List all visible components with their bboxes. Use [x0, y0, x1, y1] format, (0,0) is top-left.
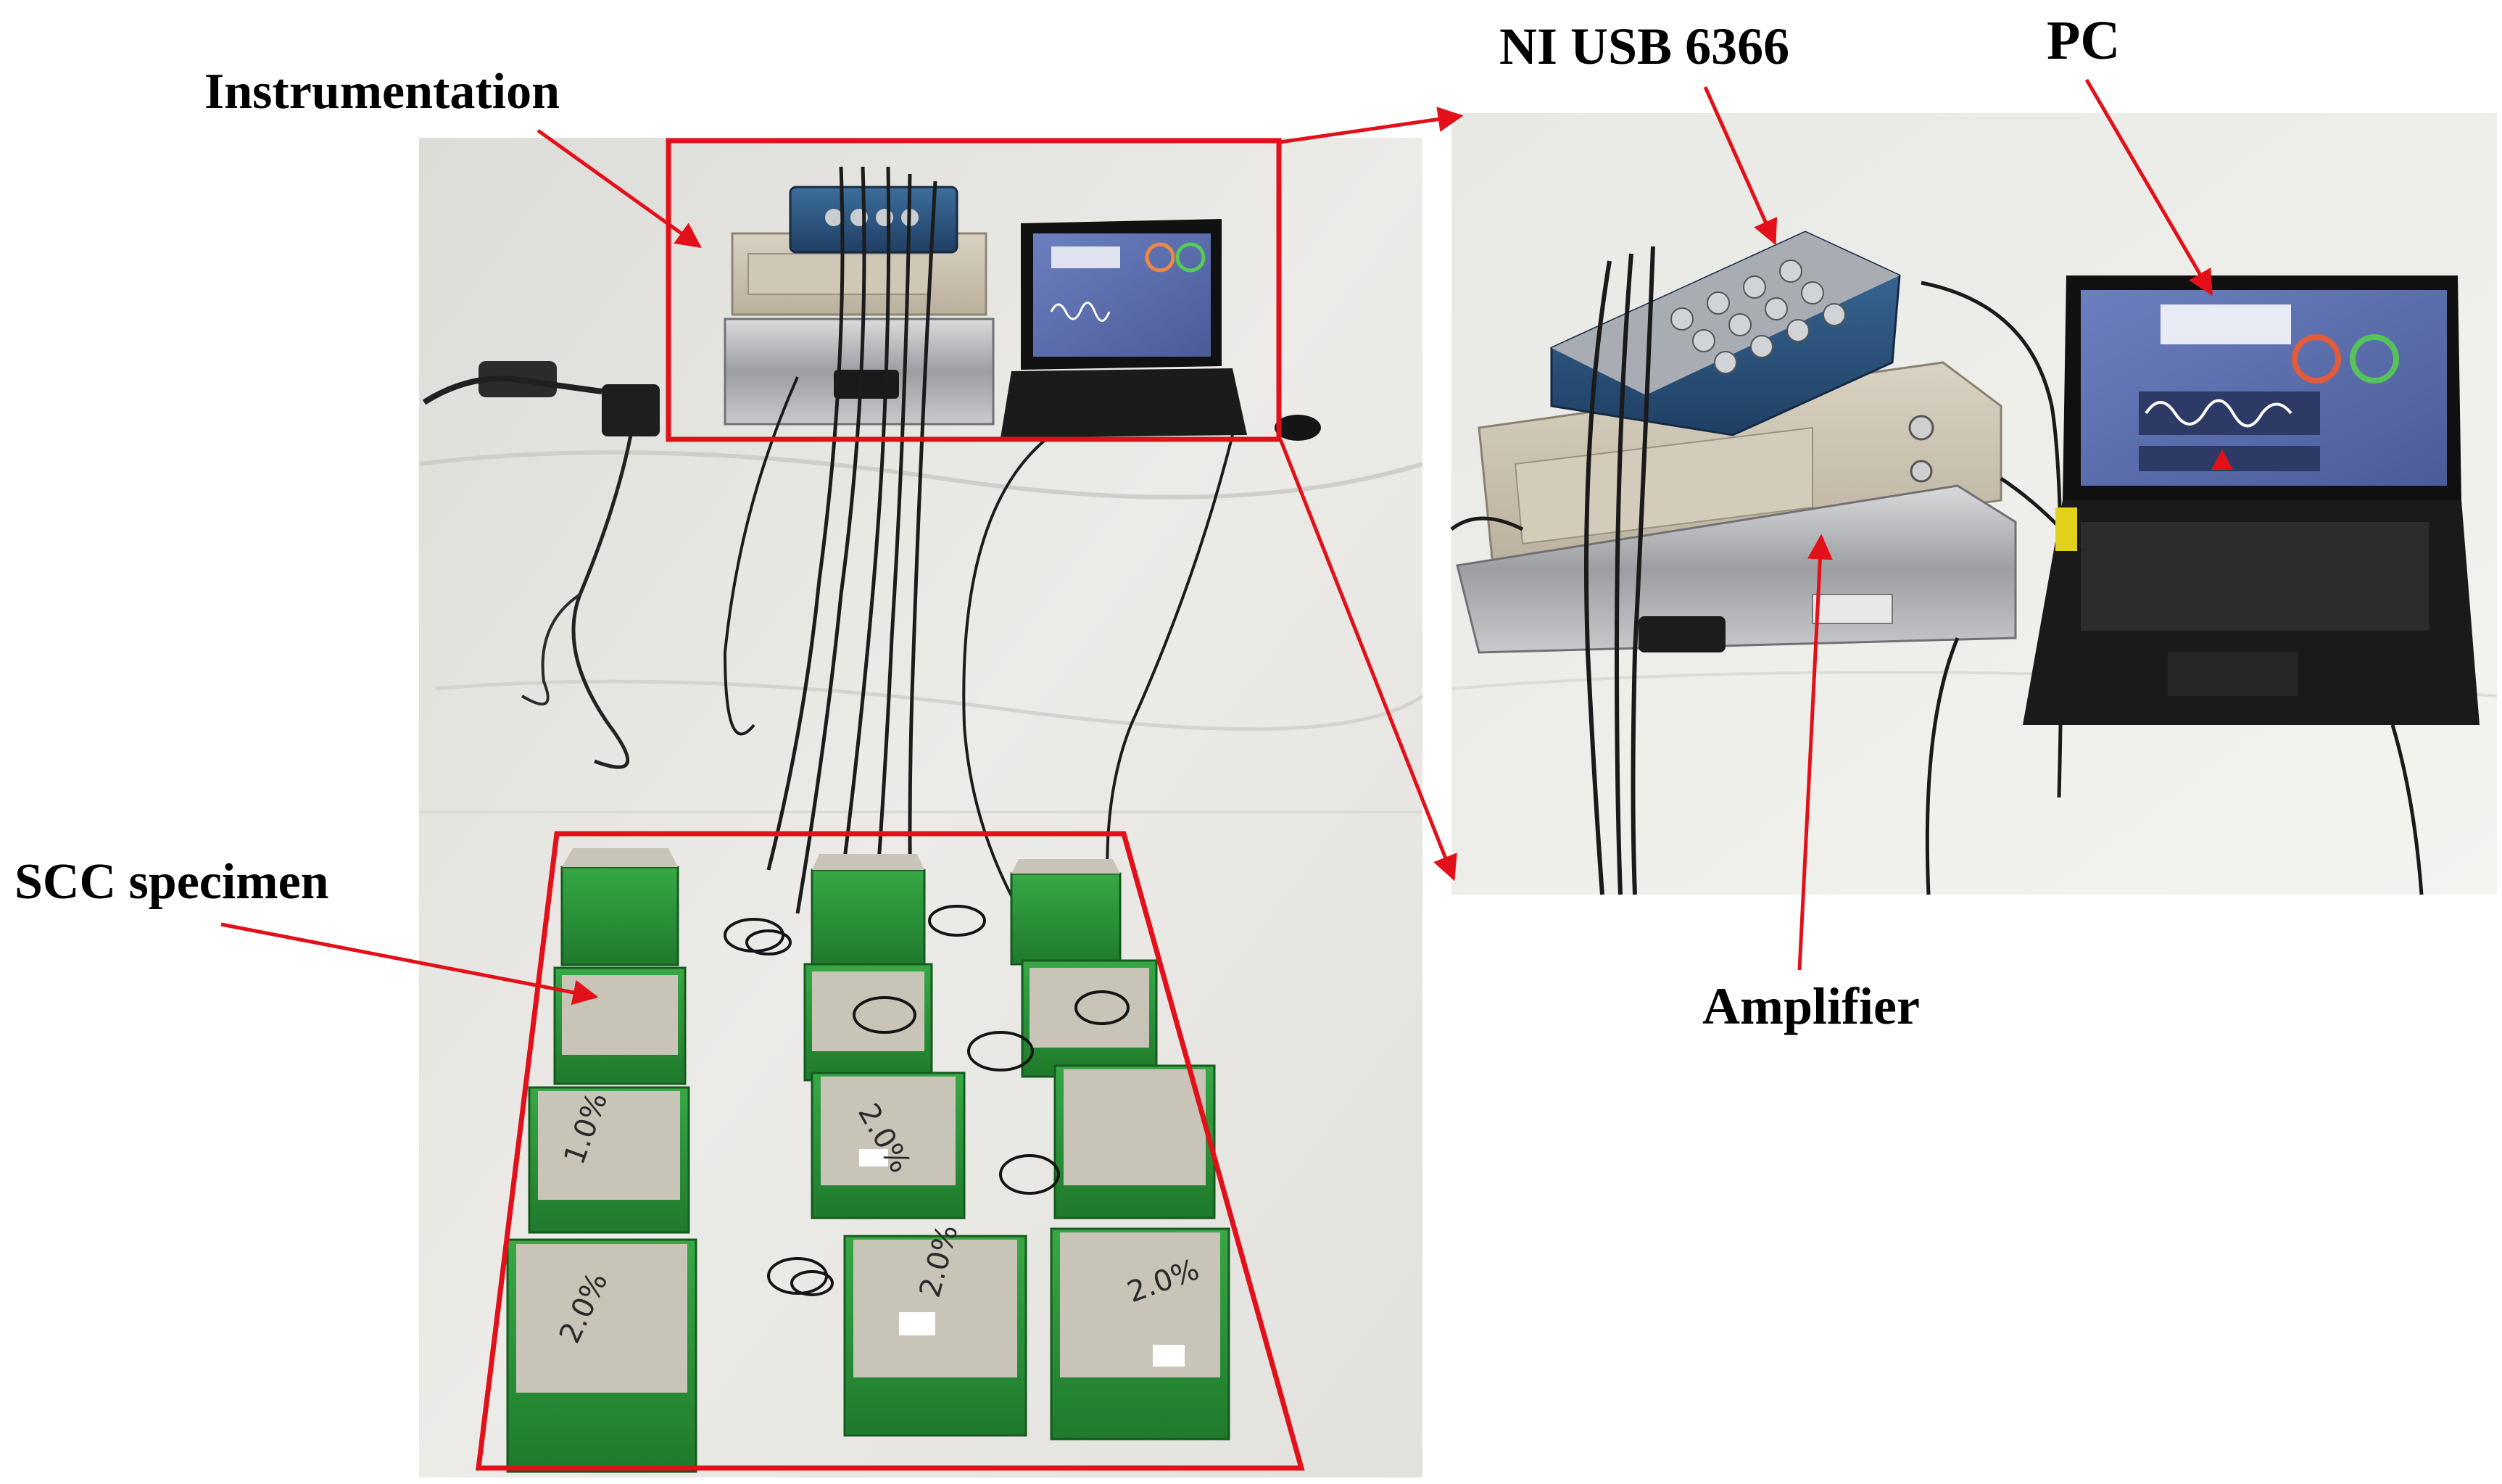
- specimen: [803, 963, 933, 1082]
- arrow-scc: [220, 922, 599, 1006]
- sensor-cables-right: [1450, 246, 2424, 895]
- label-scc-specimen: SCC specimen: [15, 854, 329, 910]
- specimen: [811, 854, 926, 966]
- laptop-right: [2023, 275, 2480, 725]
- specimen: [506, 1238, 697, 1473]
- right-photo: [1450, 113, 2498, 895]
- specimen: [1010, 859, 1122, 966]
- label-ni-usb-6366: NI USB 6366: [1499, 17, 1790, 75]
- zoom-line-bottom: [1278, 439, 1457, 882]
- specimen: [1050, 1227, 1230, 1441]
- left-photo: [418, 138, 1424, 1477]
- specimen: [811, 1071, 966, 1219]
- specimen-highlight-box: [476, 831, 1305, 1471]
- zoom-line-top: [1280, 107, 1464, 144]
- arrow-pc: [2084, 78, 2213, 297]
- label-amplifier: Amplifier: [1702, 977, 1920, 1035]
- annotation-arrows: [220, 78, 2213, 1006]
- specimen: [528, 1086, 690, 1234]
- specimen-grid: [506, 848, 1230, 1473]
- daq-right: [1550, 231, 1901, 436]
- arrow-instrumentation: [537, 128, 702, 249]
- label-pc: PC: [2047, 10, 2121, 71]
- daq-left: [789, 186, 958, 254]
- instrumentation-highlight-box: [666, 138, 1282, 442]
- specimen: [560, 848, 679, 966]
- specimen: [1021, 959, 1158, 1078]
- arrow-ni-usb: [1703, 86, 1778, 246]
- coiled-cables: [724, 905, 1130, 1296]
- specimen: [553, 966, 687, 1085]
- specimen: [1053, 1064, 1216, 1219]
- label-instrumentation: Instrumentation: [204, 64, 560, 120]
- specimen: [843, 1235, 1027, 1437]
- arrow-amplifier: [1797, 534, 1833, 971]
- laptop-left: [1001, 219, 1321, 441]
